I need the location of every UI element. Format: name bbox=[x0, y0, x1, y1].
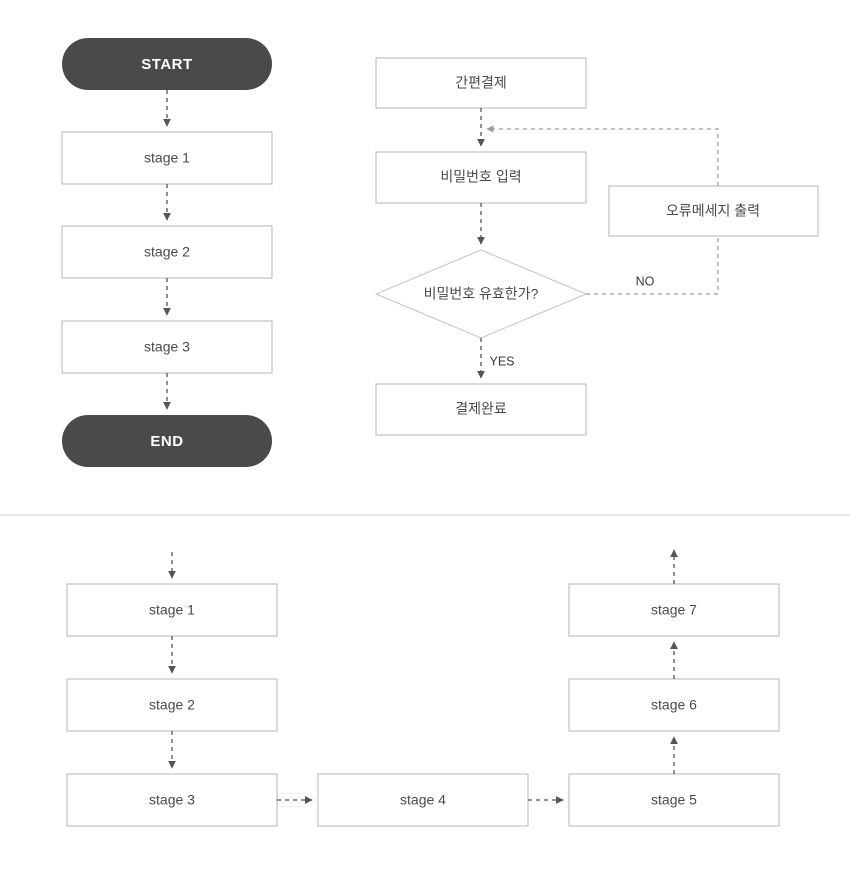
node-error-message-label: 오류메세지 출력 bbox=[666, 203, 760, 219]
node-bottom-stage-1-label: stage 1 bbox=[149, 602, 195, 618]
edge-label-no: NO bbox=[636, 274, 655, 288]
node-start[interactable] bbox=[62, 38, 272, 90]
node-bottom-stage-7[interactable] bbox=[568, 583, 780, 637]
edge-decision-no-to-error bbox=[586, 236, 719, 295]
node-stage-3[interactable] bbox=[61, 320, 273, 374]
node-stage-1[interactable] bbox=[61, 131, 273, 185]
node-bottom-stage-3-label: stage 3 bbox=[149, 792, 195, 808]
node-bottom-stage-2-label: stage 2 bbox=[149, 697, 195, 713]
node-password-valid-label: 비밀번호 유효한가? bbox=[424, 286, 539, 302]
node-bottom-stage-6[interactable] bbox=[568, 678, 780, 732]
node-bottom-stage-7-label: stage 7 bbox=[651, 602, 697, 618]
node-bottom-stage-5[interactable] bbox=[568, 773, 780, 827]
section-serpentine-stage-flow: stage 1 stage 2 stage 3 stage 4 stage 5 … bbox=[66, 549, 780, 827]
section-simple-linear-flow: START stage 1 stage 2 stage 3 END bbox=[61, 38, 273, 467]
node-bottom-stage-5-label: stage 5 bbox=[651, 792, 697, 808]
section-payment-decision-flow: 간편결제 비밀번호 입력 비밀번호 유효한가? YES 결제완료 NO 오류메세… bbox=[374, 57, 819, 436]
node-bottom-stage-4-label: stage 4 bbox=[400, 792, 446, 808]
node-payment-complete[interactable] bbox=[375, 383, 587, 436]
edge-error-back-to-password bbox=[486, 125, 719, 186]
node-password-input-label: 비밀번호 입력 bbox=[440, 169, 521, 185]
node-stage-1-label: stage 1 bbox=[144, 150, 190, 166]
node-error-message[interactable] bbox=[608, 185, 819, 237]
node-simple-payment-label: 간편결제 bbox=[455, 75, 507, 91]
node-bottom-stage-1[interactable] bbox=[66, 583, 278, 637]
node-password-input[interactable] bbox=[375, 151, 587, 204]
node-bottom-stage-2[interactable] bbox=[66, 678, 278, 732]
node-stage-2-label: stage 2 bbox=[144, 244, 190, 260]
node-payment-complete-label: 결제완료 bbox=[455, 401, 507, 417]
node-end[interactable] bbox=[62, 415, 272, 467]
node-end-label: END bbox=[150, 433, 183, 450]
node-bottom-stage-6-label: stage 6 bbox=[651, 697, 697, 713]
node-bottom-stage-3[interactable] bbox=[66, 773, 278, 827]
node-start-label: START bbox=[141, 56, 192, 73]
node-stage-2[interactable] bbox=[61, 225, 273, 279]
node-stage-3-label: stage 3 bbox=[144, 339, 190, 355]
node-bottom-stage-4[interactable] bbox=[317, 773, 529, 827]
edge-label-yes: YES bbox=[489, 354, 514, 368]
